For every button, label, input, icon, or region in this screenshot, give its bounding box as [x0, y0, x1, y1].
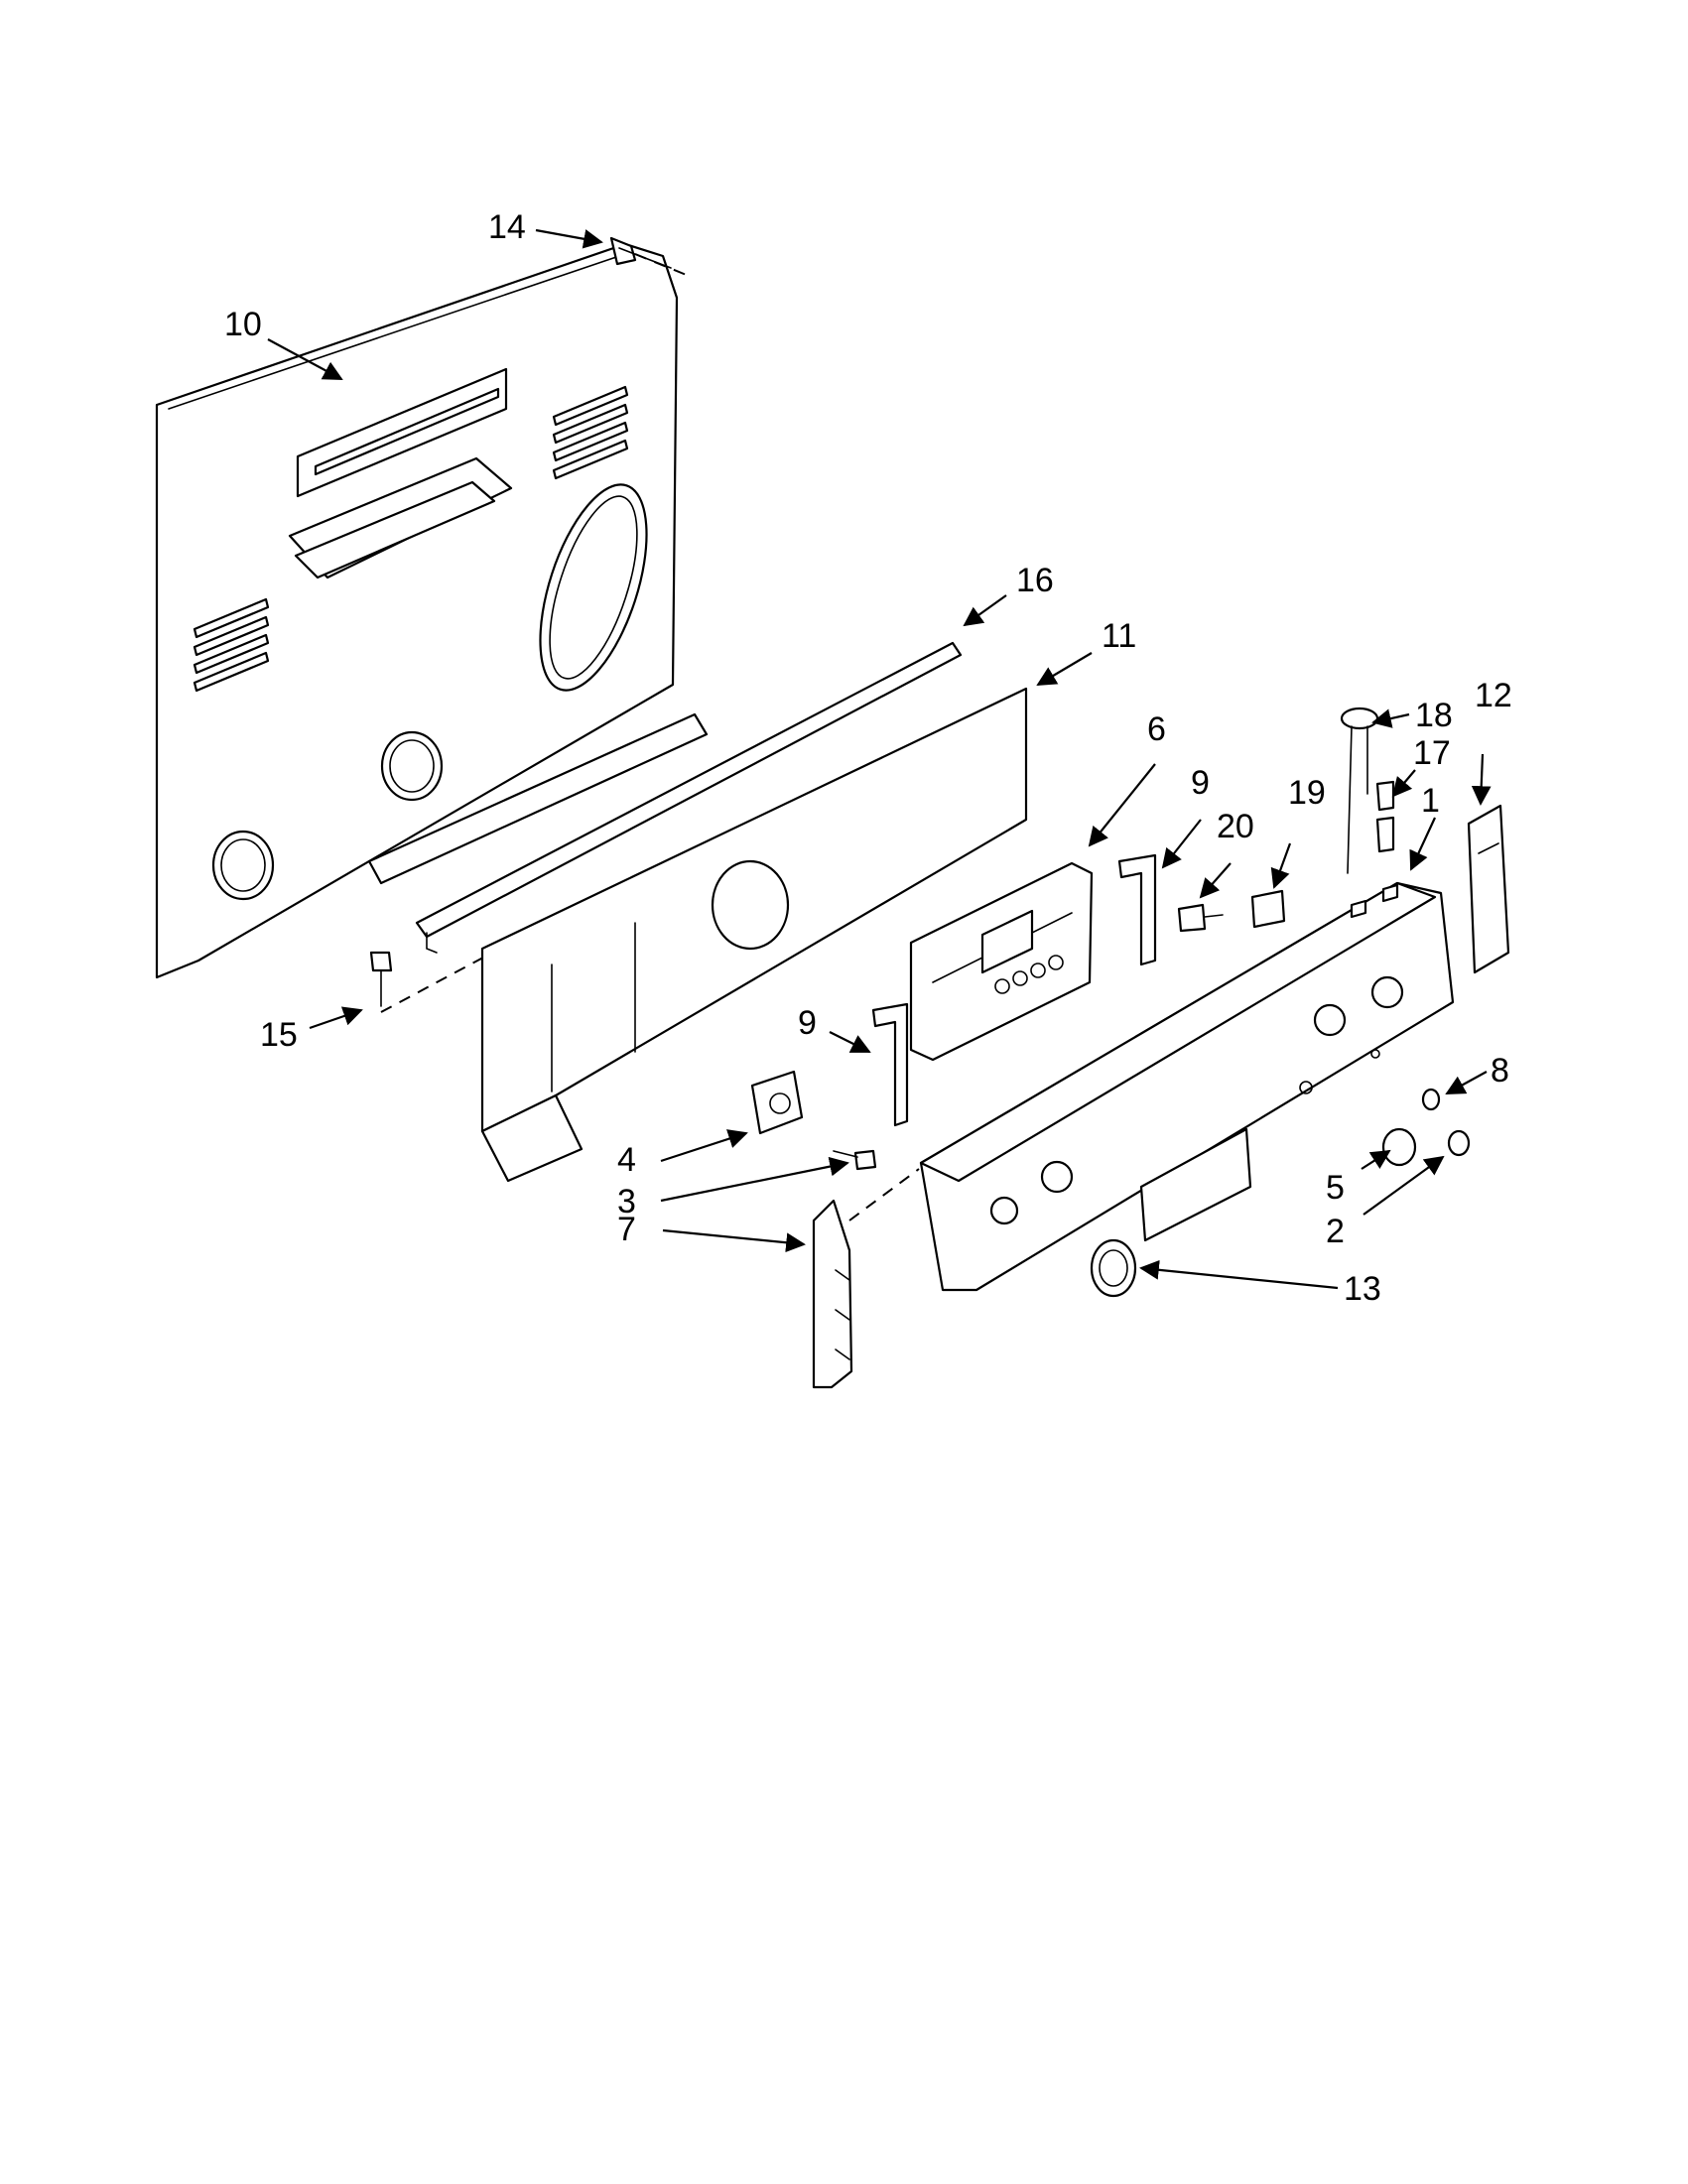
- leader-arrows: [267, 228, 1492, 1290]
- callout-6: 6: [1147, 710, 1166, 748]
- callout-18: 18: [1415, 697, 1453, 734]
- knob-large: [1090, 1238, 1137, 1298]
- end-cap-left: [812, 1199, 853, 1389]
- screw-top-dashed-line: [634, 253, 690, 277]
- control-bracket-upper: [1117, 853, 1157, 966]
- control-bracket: [480, 687, 1028, 1183]
- plug: [1421, 1088, 1441, 1111]
- callout-9-lower: 9: [798, 1004, 817, 1042]
- trim-strip: [415, 641, 963, 954]
- switch: [1177, 903, 1224, 933]
- callout-11: 11: [1102, 617, 1136, 655]
- indicator-light-assembly: [1340, 707, 1395, 874]
- callout-10: 10: [224, 306, 262, 343]
- control-bracket-lower: [871, 1002, 909, 1127]
- callout-7: 7: [617, 1211, 636, 1248]
- callout-16: 16: [1016, 562, 1054, 599]
- knob-small: [1381, 1127, 1417, 1167]
- callout-9-upper: 9: [1191, 764, 1210, 802]
- callout-labels: 14 10 16 11 6 9 20 19 18 17 12 1 15 9 4 …: [224, 208, 1512, 1308]
- callout-2: 2: [1326, 1213, 1345, 1250]
- cap: [1447, 1129, 1471, 1157]
- callout-5: 5: [1326, 1169, 1345, 1207]
- infinite-switch: [750, 1070, 804, 1135]
- end-cap-right: [1467, 804, 1510, 974]
- callout-1: 1: [1421, 782, 1440, 820]
- callout-17: 17: [1413, 734, 1451, 772]
- console-panel: [919, 881, 1455, 1292]
- rear-panel: [155, 242, 709, 979]
- callout-12: 12: [1475, 677, 1512, 714]
- electronic-control: [909, 861, 1094, 1062]
- callout-14: 14: [488, 208, 526, 246]
- callout-4: 4: [617, 1141, 636, 1179]
- callout-15: 15: [260, 1016, 298, 1054]
- rear-panel-vent-slots: [193, 385, 629, 693]
- screw-bottom-dashed-line: [380, 950, 497, 1013]
- screw-small: [833, 1149, 877, 1171]
- callout-19: 19: [1288, 774, 1326, 812]
- callout-13: 13: [1344, 1270, 1381, 1308]
- callout-8: 8: [1491, 1052, 1509, 1090]
- end-cap-dashed-line: [848, 1168, 920, 1221]
- relay: [1250, 889, 1286, 929]
- callout-20: 20: [1217, 808, 1254, 845]
- screw-bottom-left: [369, 951, 393, 1007]
- callout-3: 3: [617, 1183, 636, 1220]
